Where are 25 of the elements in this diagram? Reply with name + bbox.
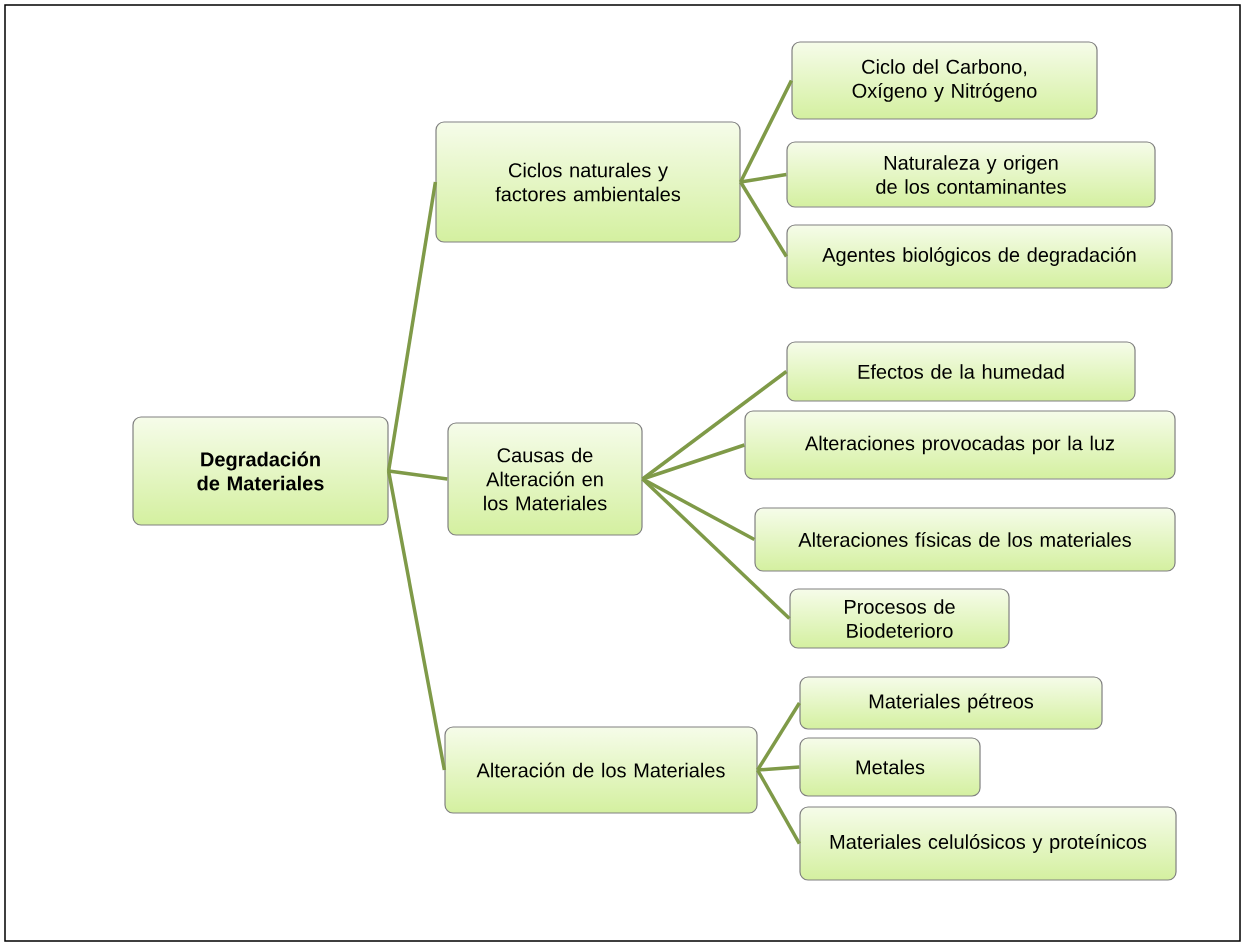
topic-box: Causas de Alteración en los Materiales — [447, 422, 643, 536]
topic-box: Alteraciones físicas de los materiales — [754, 507, 1176, 572]
connector-line — [756, 769, 801, 845]
topic-box: Alteración de los Materiales — [444, 726, 758, 814]
topic-box: Agentes biológicos de degradación — [786, 224, 1173, 289]
topic-box: Naturaleza y origen de los contaminantes — [786, 141, 1156, 208]
connector-line — [739, 181, 788, 258]
topic-box: Ciclo del Carbono, Oxígeno y Nitrógeno — [791, 41, 1098, 120]
connector-line — [642, 443, 745, 481]
connector-line — [388, 469, 448, 481]
connector-line — [641, 477, 756, 542]
connector-line — [739, 79, 793, 183]
topic-box: Efectos de la humedad — [786, 341, 1136, 402]
connector-line — [756, 702, 801, 771]
connector-line — [740, 172, 787, 184]
topic-box: Metales — [799, 737, 981, 797]
connector-line — [386, 470, 447, 771]
topic-box: Materiales celulósicos y proteínicos — [799, 806, 1177, 881]
topic-box: Procesos de Biodeterioro — [789, 588, 1010, 649]
topic-box: Materiales pétreos — [799, 676, 1103, 730]
root-box: Degradación de Materiales — [132, 416, 389, 526]
connector-line — [641, 477, 791, 620]
topic-box: Alteraciones provocadas por la luz — [744, 410, 1176, 480]
topic-box: Ciclos naturales y factores ambientales — [435, 121, 741, 243]
connector-line — [757, 765, 800, 772]
